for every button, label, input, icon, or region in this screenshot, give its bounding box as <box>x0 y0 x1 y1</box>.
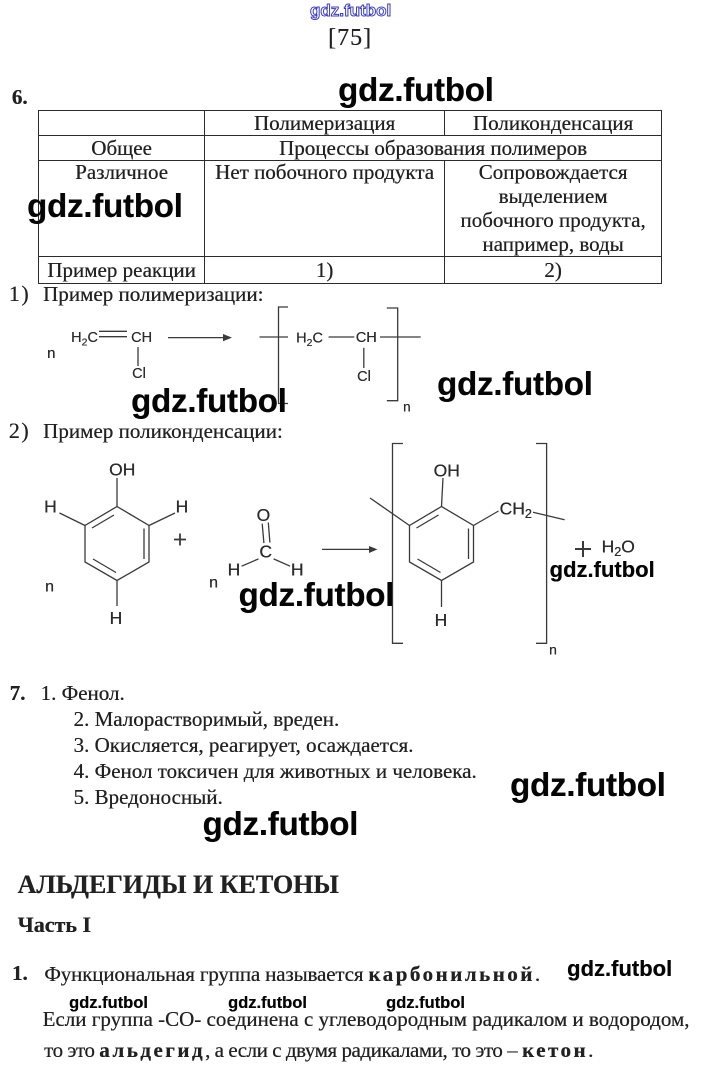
svg-text:OH: OH <box>434 461 460 481</box>
svg-text:CH: CH <box>356 330 377 346</box>
svg-text:H: H <box>291 560 304 580</box>
svg-text:CH: CH <box>131 330 152 346</box>
svg-text:O: O <box>257 505 271 525</box>
svg-text:H2C: H2C <box>296 330 323 348</box>
svg-text:H: H <box>435 610 448 630</box>
svg-text:n: n <box>45 579 54 596</box>
svg-text:H2O: H2O <box>602 537 635 559</box>
svg-text:H: H <box>44 497 57 517</box>
svg-text:H: H <box>110 608 123 628</box>
svg-text:C: C <box>259 542 272 562</box>
svg-text:OH: OH <box>109 460 135 480</box>
svg-text:H: H <box>176 497 189 517</box>
svg-text:n: n <box>403 400 411 415</box>
svg-text:Cl: Cl <box>357 369 371 385</box>
svg-text:n: n <box>209 575 218 592</box>
svg-text:H: H <box>228 560 241 580</box>
svg-text:Cl: Cl <box>132 366 146 382</box>
svg-text:n: n <box>549 642 557 658</box>
svg-text:H2C: H2C <box>71 330 98 348</box>
svg-text:n: n <box>47 345 55 362</box>
svg-text:CH2: CH2 <box>500 498 532 520</box>
